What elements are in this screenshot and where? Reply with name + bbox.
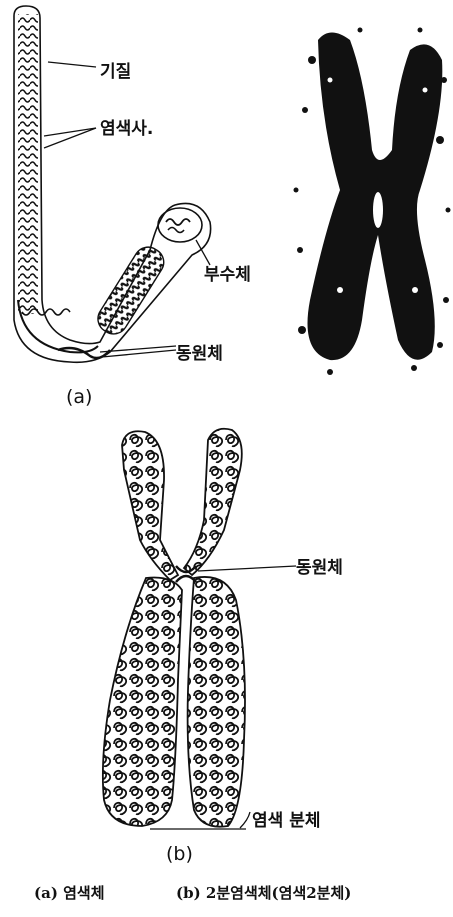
chromatid-lower-right (188, 577, 245, 827)
chromatid-upper-right (184, 429, 242, 575)
chromatid-upper-left (122, 431, 178, 580)
caption-right: (b) 2분염색체(염색2분체) (176, 882, 351, 903)
chromonema-coil (18, 14, 38, 314)
chromatid-lower-left (103, 578, 182, 827)
label-chromonema: 염색사. (100, 114, 153, 139)
sublabel-b: (b) (166, 843, 193, 865)
caption-left: (a) 염색체 (34, 882, 105, 903)
label-matrix: 기질 (100, 57, 131, 82)
label-satellite: 부수체 (204, 260, 251, 285)
dense-coil-segment (93, 242, 169, 339)
label-centromere-a: 동원체 (176, 339, 223, 364)
label-chromatid: 염색 분체 (252, 806, 320, 831)
sublabel-a: (a) (66, 386, 92, 408)
label-centromere-b: 동원체 (296, 553, 343, 578)
chromosome-b-drawing (103, 429, 296, 829)
chromosome-photo (294, 28, 451, 376)
